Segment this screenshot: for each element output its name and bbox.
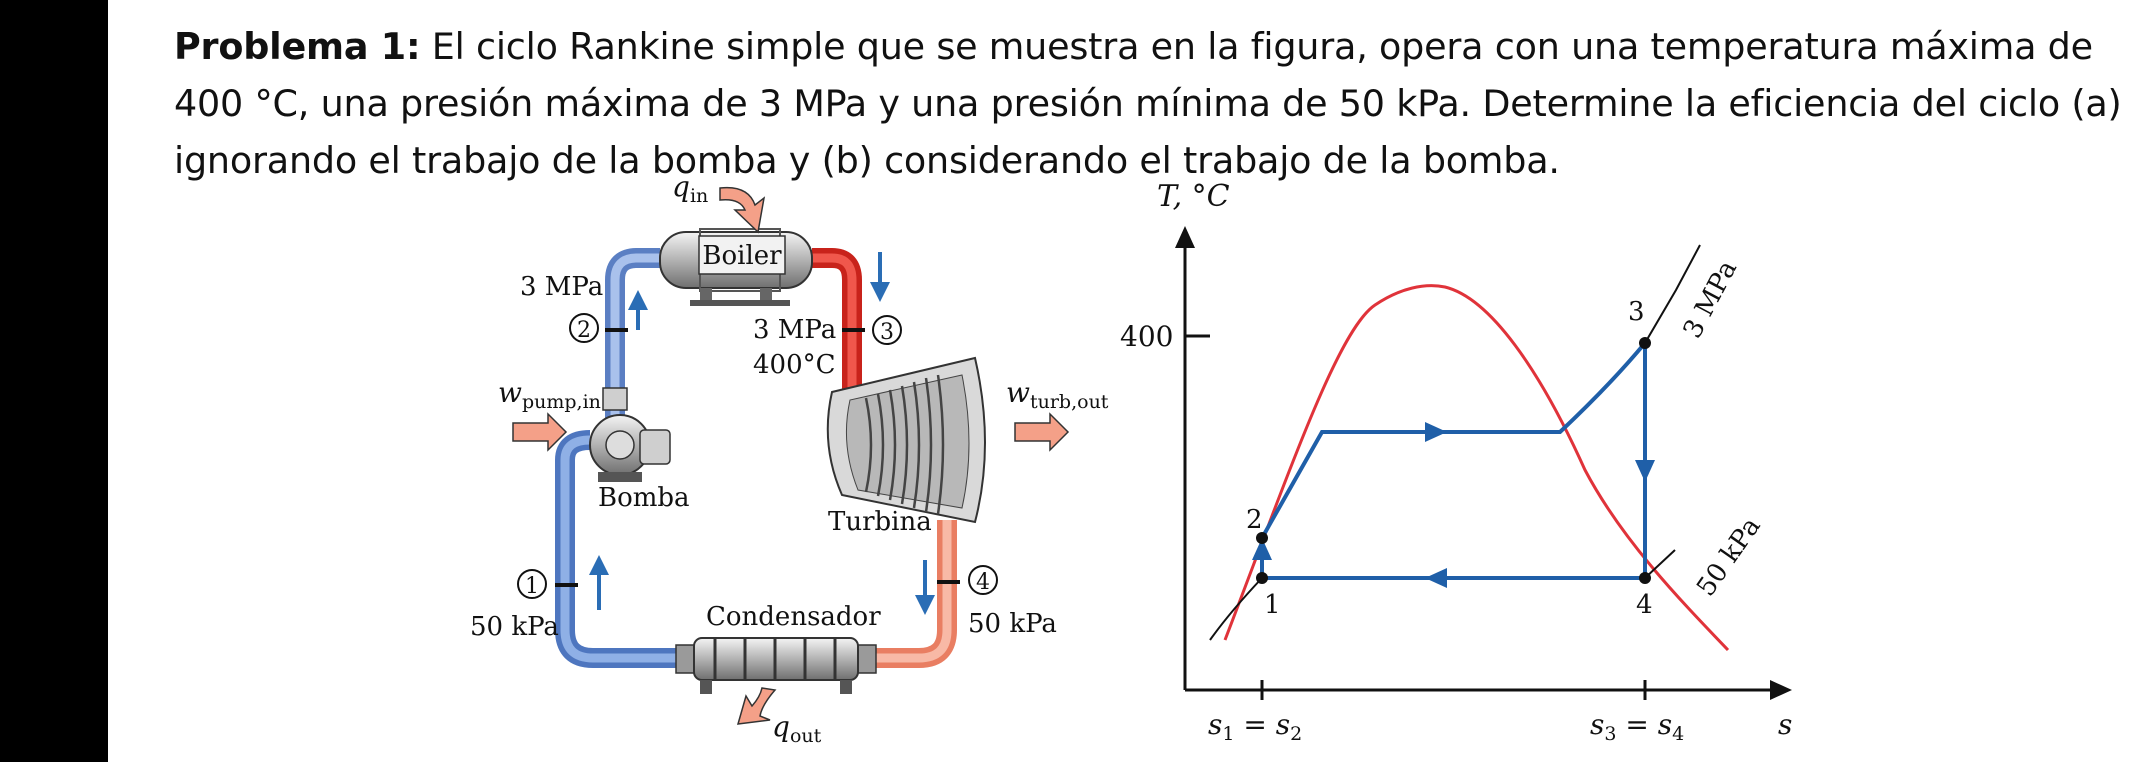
- state-4-marker: 4: [976, 570, 990, 595]
- p2-label: 3 MPa: [520, 272, 603, 302]
- isobar-50kpa-right: [1644, 549, 1676, 579]
- isobar-3mpa: [1644, 244, 1701, 344]
- p3-label: 3 MPa: [753, 315, 836, 345]
- ts-point-2: 2: [1246, 505, 1263, 535]
- tick-400-label: 400: [1120, 320, 1173, 353]
- condenser-label: Condensador: [706, 602, 881, 632]
- turbine: [826, 356, 986, 524]
- state-3-marker: 3: [880, 320, 894, 345]
- pipe-turbine-to-condenser: [862, 520, 957, 668]
- problem-statement: Problema 1: El ciclo Rankine simple que …: [174, 18, 2141, 189]
- w-turb-label: wturb,out: [1006, 376, 1109, 413]
- pump-label: Bomba: [598, 483, 690, 513]
- state-2-marker: 2: [577, 318, 591, 343]
- boiler-label: Boiler: [702, 241, 782, 271]
- ts-point-1: 1: [1264, 590, 1281, 620]
- s1-eq-s2-label: s1 = s2: [1208, 708, 1302, 745]
- w-pump-arrow: [512, 412, 568, 452]
- s-axis-label: s: [1778, 708, 1792, 741]
- q-out-arrow: [736, 687, 777, 725]
- w-pump-label: wpump,in: [498, 376, 601, 413]
- pump: [589, 387, 671, 482]
- t3-label: 400°C: [753, 350, 836, 380]
- isobar-50kpa-label: 50 kPa: [1691, 512, 1767, 602]
- page: Problema 1: El ciclo Rankine simple que …: [108, 0, 2141, 762]
- problem-text: El ciclo Rankine simple que se muestra e…: [174, 25, 2122, 182]
- q-out-label: qout: [772, 710, 822, 747]
- saturation-dome: [1223, 284, 1730, 652]
- s3-eq-s4-label: s3 = s4: [1590, 708, 1684, 745]
- ts-point-3: 3: [1628, 297, 1645, 327]
- p1-label: 50 kPa: [470, 612, 559, 642]
- q-in-arrow: [719, 186, 766, 234]
- q-in-label: qin: [672, 170, 708, 207]
- condenser: [675, 637, 877, 694]
- rankine-schematic: Boiler qin 2 3 MPa 3 3 MPa 400°C 1 50 kP…: [470, 170, 1109, 747]
- t-axis-label: T, °C: [1157, 179, 1230, 214]
- problem-label: Problema 1:: [174, 25, 421, 68]
- isobar-50kpa: [1209, 577, 1263, 641]
- state-1-marker: 1: [525, 574, 539, 599]
- ts-diagram: T, °C s 400 1 2 3 4 3 MPa 50 kPa s1 = s2…: [1120, 179, 1792, 745]
- w-turb-arrow: [1014, 412, 1070, 452]
- cycle-path: [1260, 337, 1647, 580]
- boiler: Boiler: [659, 228, 813, 306]
- p4-label: 50 kPa: [968, 609, 1057, 639]
- turbine-label: Turbina: [828, 507, 932, 537]
- ts-point-4: 4: [1636, 590, 1653, 620]
